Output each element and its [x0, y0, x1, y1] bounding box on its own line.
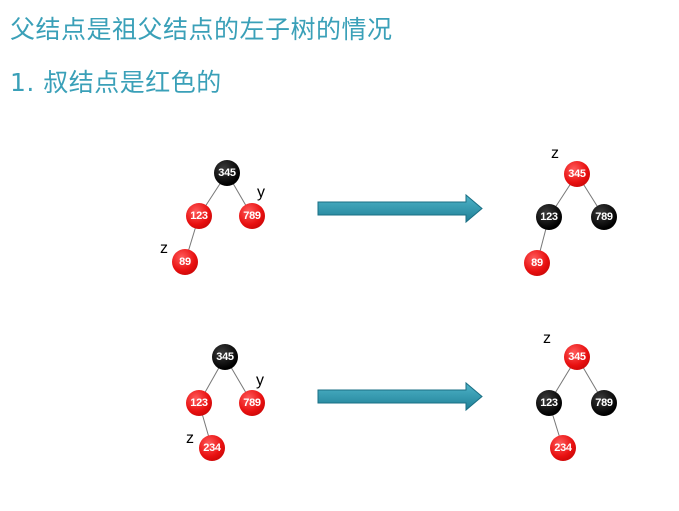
node-tag: z [543, 330, 551, 347]
tree-node: 123 [186, 390, 212, 416]
tree-node: 89 [524, 250, 550, 276]
tree-node: 789 [239, 203, 265, 229]
tree-node: 789 [591, 204, 617, 230]
tree-node: 234 [199, 435, 225, 461]
node-tag: y [257, 184, 265, 201]
tree-node: 123 [186, 203, 212, 229]
tree-node: 789 [591, 390, 617, 416]
tree-node: 234 [550, 435, 576, 461]
tree-node: 345 [564, 161, 590, 187]
tree-node: 345 [214, 160, 240, 186]
tree-node: 789 [239, 390, 265, 416]
page-title: 父结点是祖父结点的左子树的情况 [10, 15, 393, 44]
tree-node: 89 [172, 249, 198, 275]
transform-arrow [317, 381, 483, 412]
node-tag: z [551, 145, 559, 162]
tree-node: 123 [536, 390, 562, 416]
tree-node: 345 [564, 344, 590, 370]
node-tag: z [160, 240, 168, 257]
tree-node: 123 [536, 204, 562, 230]
tree-node: 345 [212, 344, 238, 370]
section-subtitle: 1. 叔结点是红色的 [10, 68, 222, 97]
node-tag: z [186, 430, 194, 447]
node-tag: y [256, 372, 264, 389]
transform-arrow [317, 193, 483, 224]
